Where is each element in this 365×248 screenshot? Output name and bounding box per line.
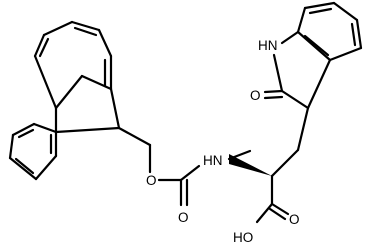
bond xyxy=(303,1,336,10)
bond xyxy=(8,156,38,181)
bond xyxy=(54,126,121,134)
bond xyxy=(328,46,363,62)
bond xyxy=(280,30,300,45)
bond xyxy=(332,1,359,22)
amino-acid-backbone xyxy=(229,106,310,224)
bond xyxy=(97,28,113,58)
fluorenyl-group xyxy=(8,20,152,181)
bond xyxy=(34,154,58,181)
lactam-oxygen-label: O xyxy=(250,88,261,103)
bond xyxy=(272,53,284,93)
bond xyxy=(263,89,284,94)
bond xyxy=(255,202,274,224)
bond-double-inner xyxy=(308,7,333,15)
bond xyxy=(179,164,201,182)
wedge-bond xyxy=(229,154,272,176)
bond-double-inner xyxy=(350,22,357,47)
ester-oxygen-label: O xyxy=(146,173,157,188)
bond xyxy=(296,106,310,152)
bond xyxy=(32,122,58,134)
bond xyxy=(109,87,121,130)
hydroxyl-label: HO xyxy=(233,230,253,245)
bond xyxy=(270,202,290,216)
bond xyxy=(270,148,300,178)
carbamate-oxygen-label: O xyxy=(178,210,189,225)
bond xyxy=(33,33,46,58)
bond-double-inner xyxy=(38,37,50,58)
bond-double-inner xyxy=(303,34,330,57)
bond-double xyxy=(263,95,284,100)
bond xyxy=(11,122,36,137)
bond xyxy=(355,18,363,50)
bond-double-inner xyxy=(14,157,35,175)
bond xyxy=(8,133,15,160)
bond xyxy=(296,30,332,62)
bond xyxy=(280,89,310,110)
bond xyxy=(296,6,307,34)
bond xyxy=(117,126,152,147)
oxindole-group xyxy=(263,1,363,110)
bond xyxy=(306,58,332,110)
bond xyxy=(42,20,74,37)
bond xyxy=(54,74,84,110)
bond-double xyxy=(268,207,287,221)
bond xyxy=(33,54,58,110)
amide-nh-label: HN xyxy=(203,153,223,168)
bond-double-inner xyxy=(17,128,35,139)
nh-ring-label: HN xyxy=(258,38,278,53)
bond-double-inner xyxy=(73,26,98,37)
bond xyxy=(70,20,101,32)
acid-oxygen-label: O xyxy=(289,212,300,227)
bond xyxy=(80,74,113,91)
